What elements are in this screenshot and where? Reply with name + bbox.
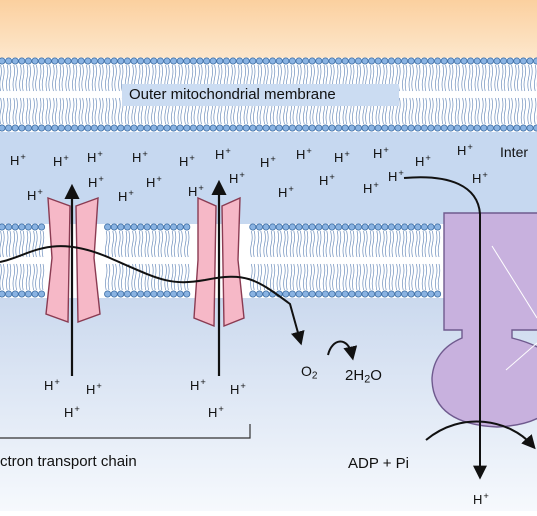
complex-1-left-lobe: [46, 198, 70, 322]
adp-pi-label: ADP + Pi: [348, 456, 409, 471]
proton-label: H+: [415, 154, 431, 168]
proton-label: H+: [457, 143, 473, 157]
proton-label: H+: [278, 185, 294, 199]
proton-label: H+: [319, 173, 335, 187]
proton-label: H+: [86, 382, 102, 396]
oxygen-label: O2: [301, 364, 318, 382]
proton-label: H+: [88, 175, 104, 189]
proton-label: H+: [87, 150, 103, 164]
proton-label: H+: [472, 171, 488, 185]
outer-membrane-label-box: Outer mitochondrial membrane: [122, 84, 399, 106]
proton-label: H+: [208, 405, 224, 419]
proton-label: H+: [260, 155, 276, 169]
proton-label: H+: [188, 184, 204, 198]
intermembrane-space-label: Inter: [500, 145, 528, 159]
oxygen-label-base: O: [301, 363, 312, 379]
complex-2-left-lobe: [194, 198, 216, 326]
water-label-post: O: [370, 367, 382, 384]
atp-synthase: [432, 213, 537, 427]
proton-label: H+: [64, 405, 80, 419]
proton-label: H+: [53, 154, 69, 168]
proton-label: H+: [296, 147, 312, 161]
electron-transport-chain-label-text: ctron transport chain: [0, 453, 137, 470]
water-label-pre: 2H: [345, 367, 364, 384]
proton-label: H+: [473, 492, 489, 506]
proton-label: H+: [190, 378, 206, 392]
proton-label: H+: [146, 175, 162, 189]
proton-label: H+: [388, 169, 404, 183]
intermembrane-space-label-text: Inter: [500, 144, 528, 160]
oxygen-label-subscript: 2: [312, 371, 318, 382]
proton-label: H+: [179, 154, 195, 168]
proton-label: H+: [363, 181, 379, 195]
proton-label: H+: [230, 382, 246, 396]
proton-label: H+: [10, 153, 26, 167]
proton-label: H+: [118, 189, 134, 203]
proton-label: H+: [373, 146, 389, 160]
complex-1-right-lobe: [76, 198, 100, 322]
proton-label: H+: [44, 378, 60, 392]
proton-label: H+: [215, 147, 231, 161]
water-label: 2H2O: [345, 368, 382, 385]
cytosol-region: [0, 0, 537, 58]
electron-transport-chain-label: ctron transport chain: [0, 454, 137, 469]
adp-pi-label-text: ADP + Pi: [348, 455, 409, 472]
proton-label: H+: [334, 150, 350, 164]
proton-label: H+: [27, 188, 43, 202]
outer-membrane-label: Outer mitochondrial membrane: [129, 86, 336, 103]
proton-label: H+: [132, 150, 148, 164]
proton-label: H+: [229, 171, 245, 185]
